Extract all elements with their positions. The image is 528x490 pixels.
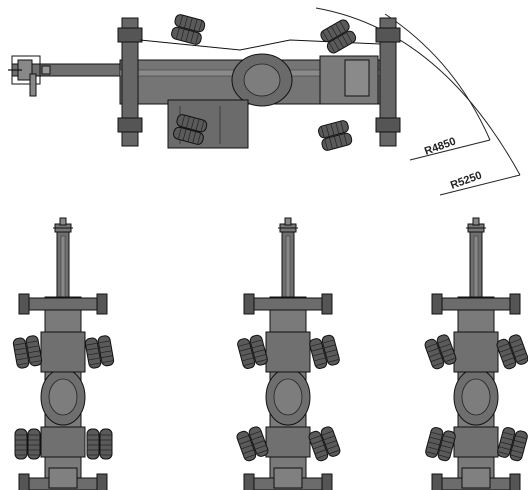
plan-view-straight: [13, 217, 115, 490]
rear-right-wheels: [308, 425, 342, 462]
plan-view-crab-left: [236, 217, 342, 490]
plan-view-crab-right: [424, 217, 528, 490]
drawbar: [8, 55, 133, 97]
front-right-wheels: [309, 334, 341, 369]
rear-left-wheels: [15, 429, 40, 459]
rear-top-wheels: [319, 18, 357, 55]
top-view-steering-turn: R4850 R5250: [8, 7, 521, 196]
rear-right-wheels: [87, 429, 112, 459]
rear-left-wheels: [236, 425, 270, 462]
outer-radius-arc: [315, 7, 521, 176]
rear-bottom-wheels: [317, 120, 352, 152]
outer-radius-leader: [439, 174, 521, 196]
rear-left-wheels: [425, 426, 457, 461]
front-right-wheels: [496, 333, 528, 370]
front-left-wheels: [13, 335, 43, 369]
front-left-wheels: [237, 334, 269, 369]
inner-radius-arc: [384, 13, 491, 141]
front-left-wheels: [424, 333, 458, 370]
front-right-wheels: [85, 335, 115, 369]
chassis: [117, 17, 401, 149]
inner-radius-leader: [409, 139, 491, 161]
front-top-wheels: [170, 14, 205, 46]
rear-right-wheels: [497, 426, 528, 461]
inner-radius-label: R4850: [423, 135, 458, 157]
